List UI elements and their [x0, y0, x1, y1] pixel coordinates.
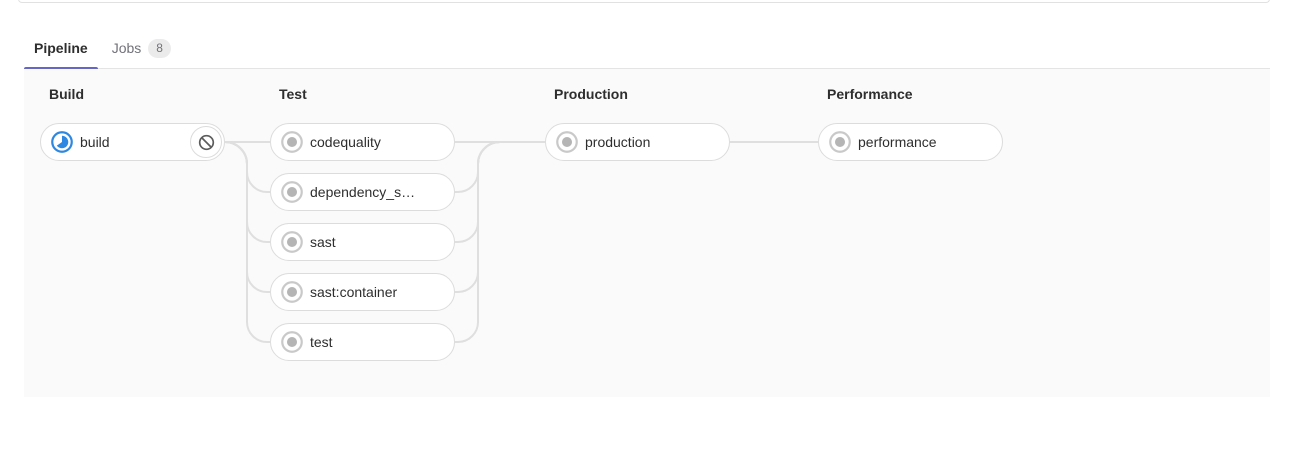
job-sast-container-label: sast:container — [310, 284, 398, 300]
job-sast[interactable]: sast — [270, 223, 455, 261]
status-created-icon — [556, 131, 578, 153]
job-sast-container[interactable]: sast:container — [270, 273, 455, 311]
status-created-icon — [281, 281, 303, 303]
job-test[interactable]: test — [270, 323, 455, 361]
tab-pipeline-label: Pipeline — [34, 40, 88, 56]
job-dependency-scanning-label: dependency_s… — [310, 184, 416, 200]
tab-jobs-label: Jobs — [111, 40, 142, 56]
cancel-job-button[interactable] — [190, 126, 222, 158]
status-running-icon — [51, 131, 73, 153]
stage-performance: Performance performance — [818, 85, 1003, 173]
status-created-icon — [829, 131, 851, 153]
cancel-icon — [198, 134, 214, 150]
stage-production-title: Production — [554, 86, 628, 102]
tab-pipeline[interactable]: Pipeline — [24, 28, 98, 70]
tab-jobs[interactable]: Jobs 8 — [98, 28, 185, 68]
status-created-icon — [281, 181, 303, 203]
job-performance[interactable]: performance — [818, 123, 1003, 161]
stage-build-title: Build — [49, 86, 84, 102]
jobs-count-badge: 8 — [148, 38, 171, 58]
pipeline-connectors — [224, 141, 818, 343]
stage-test-title: Test — [279, 86, 307, 102]
stage-performance-title: Performance — [827, 86, 913, 102]
job-performance-label: performance — [858, 134, 937, 150]
job-codequality-label: codequality — [310, 134, 381, 150]
job-build[interactable]: build — [40, 123, 225, 161]
pipeline-graph: Build build Test — [24, 69, 1270, 397]
job-production[interactable]: production — [545, 123, 730, 161]
job-build-label: build — [80, 134, 110, 150]
stage-build: Build build — [40, 85, 225, 173]
job-production-label: production — [585, 134, 651, 150]
status-created-icon — [281, 231, 303, 253]
status-created-icon — [281, 131, 303, 153]
job-sast-label: sast — [310, 234, 336, 250]
card-bottom-edge — [18, 0, 1270, 3]
status-created-icon — [281, 331, 303, 353]
stage-production: Production production — [545, 85, 730, 173]
job-dependency-scanning[interactable]: dependency_s… — [270, 173, 455, 211]
job-codequality[interactable]: codequality — [270, 123, 455, 161]
job-test-label: test — [310, 334, 333, 350]
stage-test: Test codequality dependency_s… — [270, 85, 455, 373]
pipeline-tabs-bar: Pipeline Jobs 8 — [24, 28, 1270, 70]
